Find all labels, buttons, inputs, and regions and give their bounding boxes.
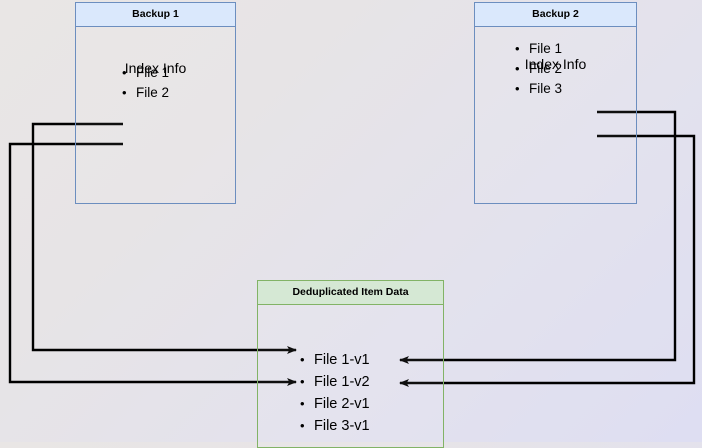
node-backup-2[interactable]: Backup 2 Index Info • File 1 • File 2 • Fil… [474,2,637,204]
list-item: • File 2 [122,83,169,103]
node-backup-1-body: Index Info • File 1 • File 2 [76,27,235,203]
list-item: • File 2 [515,59,562,79]
file-name: File 2 [136,85,170,100]
file-name: File 3 [529,81,563,96]
node-dedup-title: Deduplicated Item Data [258,281,443,305]
bullet-icon: • [300,396,305,411]
file-name: File 3-v1 [314,418,370,434]
list-item: • File 2-v1 [300,393,370,415]
backup-2-index-info-label: Index Info [524,56,587,72]
list-item: • File 1 [515,39,562,59]
node-backup-1-title: Backup 1 [76,3,235,27]
list-item: • File 3-v1 [300,415,370,437]
bullet-icon: • [122,85,127,100]
bullet-icon: • [300,352,305,367]
bullet-icon: • [300,418,305,433]
backup-1-index-info-label: Index Info [124,60,187,76]
bullet-icon: • [515,41,520,56]
node-backup-2-title: Backup 2 [475,3,636,27]
node-backup-2-body: Index Info • File 1 • File 2 • File 3 [475,27,636,203]
file-name: File 1 [136,65,170,80]
file-name: File 1-v2 [314,374,370,390]
file-name: File 2-v1 [314,396,370,412]
list-item: • File 1-v2 [300,371,370,393]
bullet-icon: • [300,374,305,389]
backup-1-file-list: • File 1 • File 2 [122,63,169,103]
file-name: File 1-v1 [314,352,370,368]
list-item: • File 1-v1 [300,349,370,371]
bullet-icon: • [122,65,127,80]
bullet-icon: • [515,81,520,96]
backup-2-file-list: • File 1 • File 2 • File 3 [515,39,562,99]
node-backup-1[interactable]: Backup 1 Index Info • File 1 • File 2 [75,2,236,204]
file-name: File 1 [529,41,563,56]
file-name: File 2 [529,61,563,76]
list-item: • File 1 [122,63,169,83]
dedup-file-list: • File 1-v1 • File 1-v2 • File 2-v1 • File 3… [300,349,370,437]
node-dedup-body: • File 1-v1 • File 1-v2 • File 2-v1 • File 3… [258,305,443,447]
bullet-icon: • [515,61,520,76]
list-item: • File 3 [515,79,562,99]
node-deduplicated-item-data[interactable]: Deduplicated Item Data • File 1-v1 • File … [257,280,444,448]
